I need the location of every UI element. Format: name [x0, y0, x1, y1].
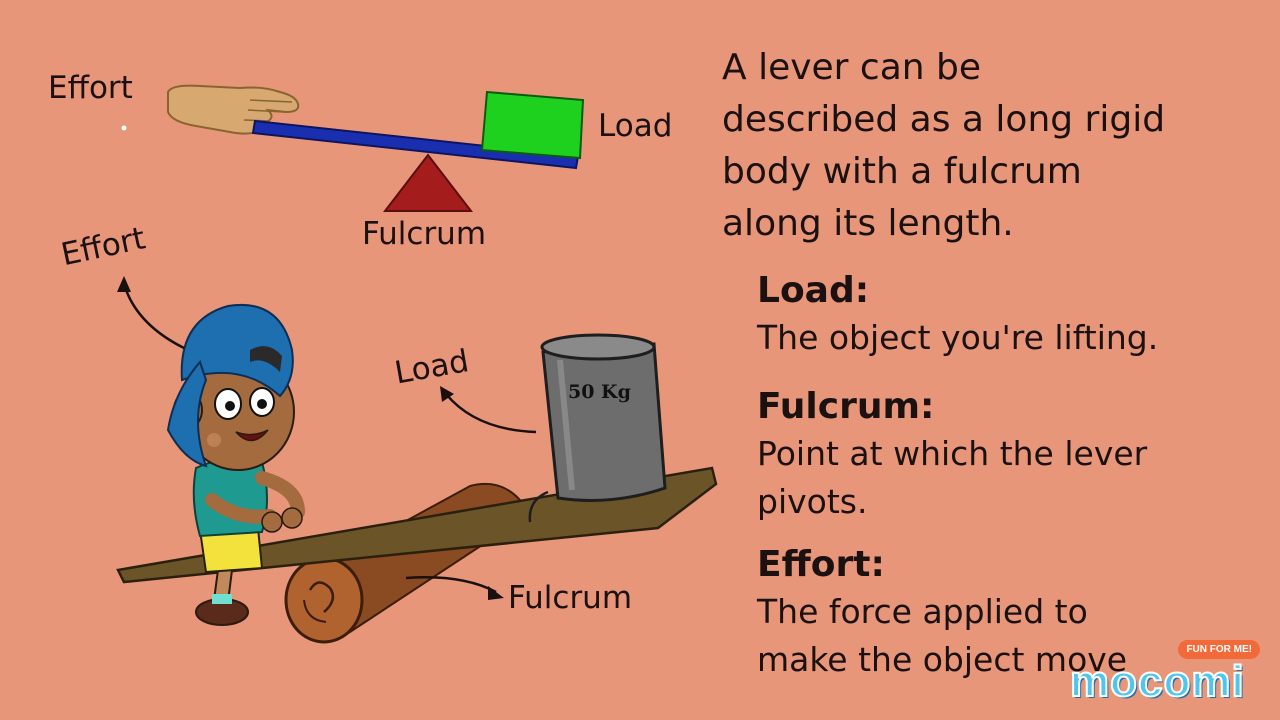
definition-line: Point at which the lever	[757, 434, 1148, 473]
term-effort: Effort:	[757, 544, 885, 585]
term-fulcrum: Fulcrum:	[757, 386, 935, 427]
logo-wordmark: mocomi	[1069, 657, 1245, 707]
top-effort-label: Effort	[48, 70, 133, 106]
logo-tagline: FUN FOR ME!	[1178, 640, 1260, 659]
top-fulcrum-label: Fulcrum	[362, 216, 487, 252]
weight-cylinder: 50 Kg	[528, 333, 667, 523]
definition-load: The object you're lifting.	[757, 318, 1159, 357]
boy-character	[166, 304, 305, 626]
definition-fulcrum: Point at which the lever pivots.	[757, 430, 1147, 526]
weight-label: 50 Kg	[568, 381, 631, 403]
fulcrum-triangle	[382, 153, 474, 212]
intro-line: along its length.	[722, 203, 1014, 244]
intro-line: A lever can be	[722, 47, 982, 88]
intro-line: described as a long rigid	[722, 99, 1166, 140]
definition-line: make the object move	[757, 640, 1128, 679]
effort-arrow	[122, 283, 185, 350]
top-load-label: Load	[598, 108, 673, 144]
load-box	[480, 90, 585, 160]
mocomi-logo: FUN FOR ME! mocomi	[1069, 640, 1266, 712]
load-arrow	[445, 393, 537, 434]
lever-bar	[251, 119, 580, 170]
scene-fulcrum-label: Fulcrum	[508, 580, 633, 616]
definition-line: pivots.	[757, 482, 868, 521]
definition-effort: The force applied to make the object mov…	[757, 588, 1127, 684]
definition-line: The force applied to	[757, 592, 1088, 631]
term-load: Load:	[757, 270, 870, 311]
intro-line: body with a fulcrum	[722, 151, 1082, 192]
intro-text: A lever can be described as a long rigid…	[722, 42, 1165, 250]
